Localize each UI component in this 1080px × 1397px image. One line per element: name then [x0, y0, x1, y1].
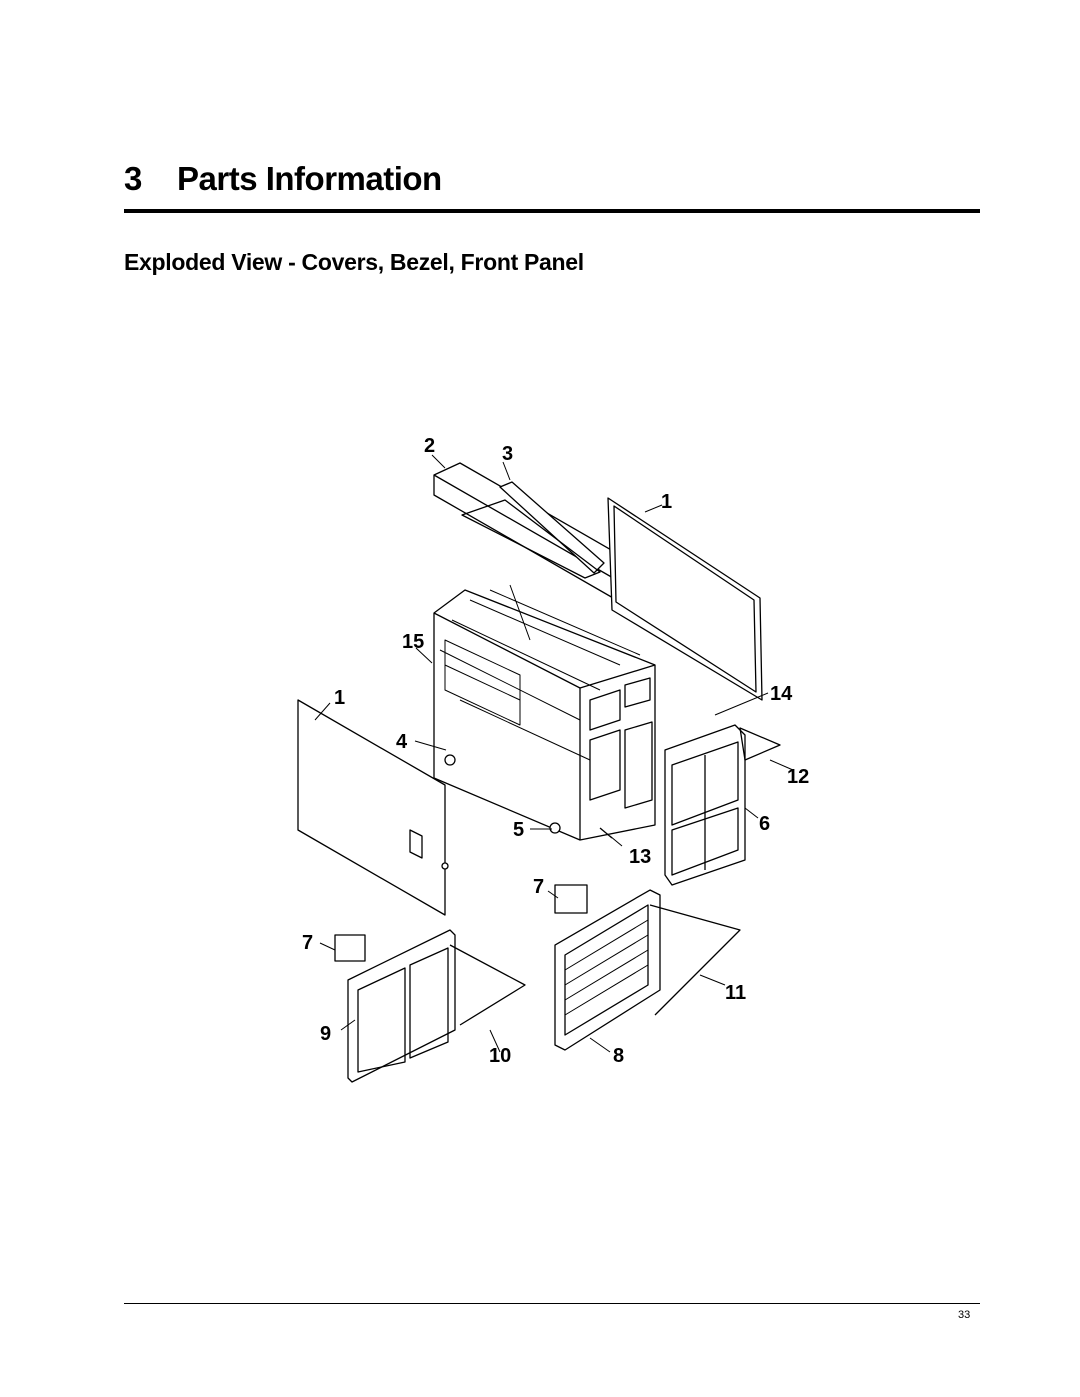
callout-9: 9 — [320, 1023, 331, 1045]
callout-12: 12 — [787, 766, 809, 788]
chapter-number: 3 — [124, 160, 142, 197]
chapter-heading: 3 Parts Information — [124, 160, 442, 198]
callout-15: 15 — [402, 631, 424, 653]
callout-3: 3 — [502, 443, 513, 465]
callout-1-left: 1 — [334, 687, 345, 709]
control-board-a — [554, 884, 588, 914]
left-side-panel — [297, 699, 446, 916]
chapter-rule — [124, 209, 980, 213]
footer-rule — [124, 1303, 980, 1304]
callout-1-right: 1 — [661, 491, 672, 513]
control-board-b — [334, 934, 366, 962]
callout-10: 10 — [489, 1045, 511, 1067]
callout-5: 5 — [513, 819, 524, 841]
right-side-panel — [607, 497, 763, 701]
callout-8: 8 — [613, 1045, 624, 1067]
callout-4: 4 — [396, 731, 408, 753]
page-number: 33 — [958, 1309, 971, 1321]
callout-14: 14 — [770, 683, 793, 705]
callout-7-left: 7 — [302, 932, 313, 954]
callout-7-right: 7 — [533, 876, 544, 898]
front-bezel — [554, 889, 661, 1051]
section-heading: Exploded View - Covers, Bezel, Front Pan… — [124, 249, 584, 275]
chapter-title: Parts Information — [177, 160, 442, 197]
callout-2: 2 — [424, 435, 435, 457]
callout-11: 11 — [725, 982, 746, 1004]
callout-13: 13 — [629, 846, 651, 868]
callout-6: 6 — [759, 813, 770, 835]
front-panel — [347, 929, 456, 1083]
